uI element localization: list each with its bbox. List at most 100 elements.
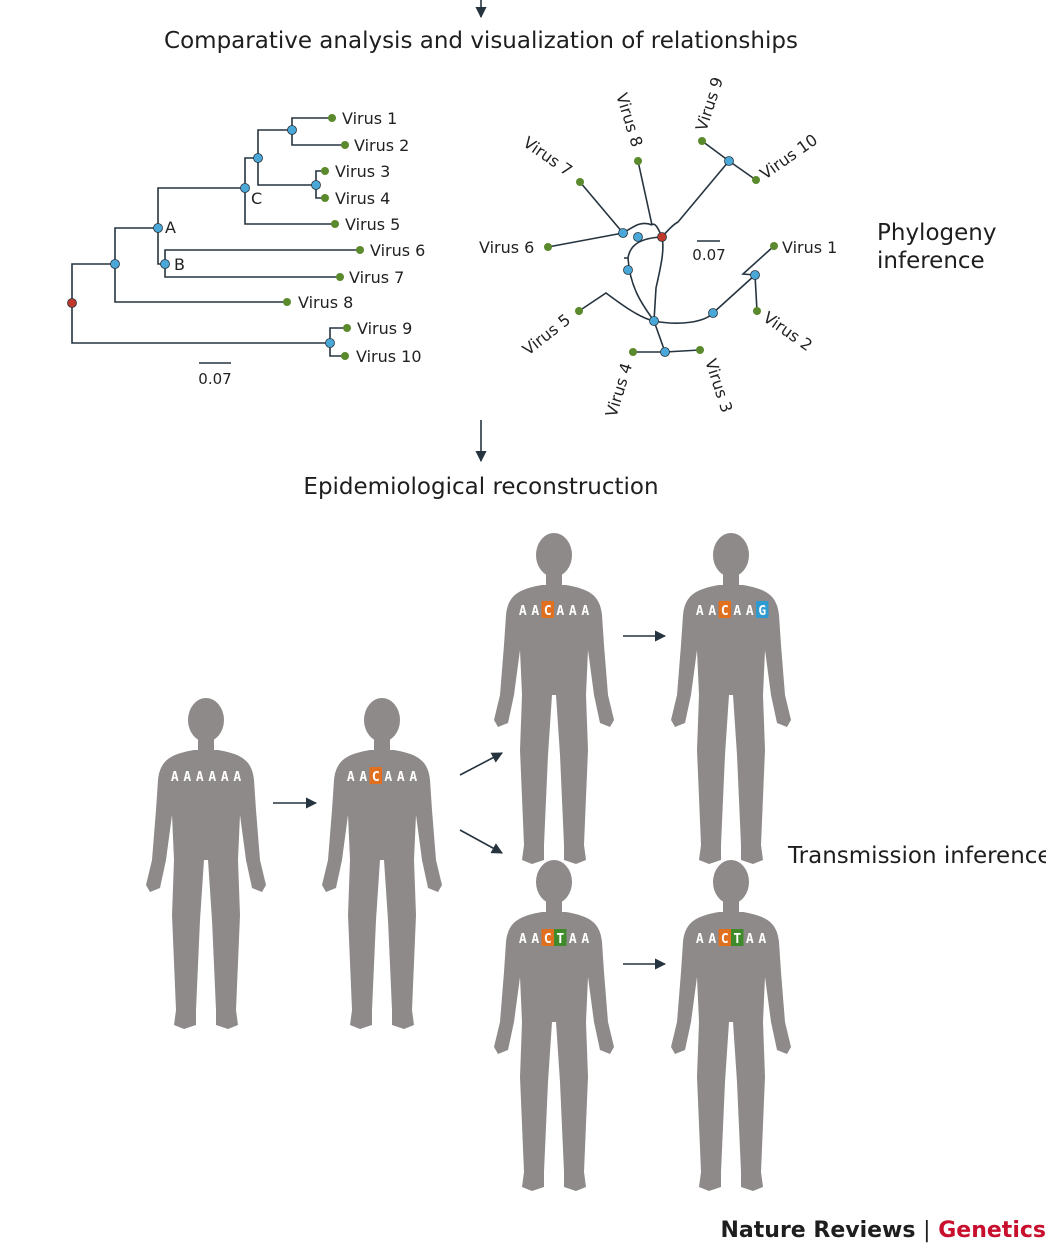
person-2 xyxy=(322,698,442,1029)
phylogeny-label-line2: inference xyxy=(877,248,985,274)
mutation-highlight xyxy=(756,601,769,618)
rect-leaf-label-8: Virus 8 xyxy=(298,293,353,312)
rect-internal-node xyxy=(110,259,120,269)
radial-leaf-label-10: Virus 10 xyxy=(756,130,821,183)
sequence-base: A xyxy=(519,604,527,619)
sequence-base: C xyxy=(544,604,552,619)
radial-leaf-label-5: Virus 5 xyxy=(519,310,574,359)
mutation-highlight xyxy=(731,929,744,946)
sequence-base: A xyxy=(347,770,355,785)
sequence-base: A xyxy=(708,604,716,619)
radial-leaf-label-7: Virus 7 xyxy=(520,133,576,180)
sequence-base: A xyxy=(556,604,564,619)
sequence-base: A xyxy=(696,604,704,619)
rect-leaf-label-6: Virus 6 xyxy=(370,241,425,260)
rect-leaf-label-1: Virus 1 xyxy=(342,109,397,128)
radial-leaf-label-4: Virus 4 xyxy=(602,361,636,419)
rectangular-tree: Virus 1 Virus 2 Virus 3 Virus 4 Virus 5 … xyxy=(67,109,425,388)
sequence-base: A xyxy=(708,932,716,947)
radial-leaf-node xyxy=(544,243,552,251)
phylogeny-label-line1: Phylogeny xyxy=(877,220,996,246)
radial-leaf-label-6: Virus 6 xyxy=(479,238,534,257)
mutation-highlight xyxy=(541,601,554,618)
radial-tree: Virus 1 Virus 2 Virus 3 Virus 4 Virus 5 … xyxy=(479,75,837,419)
rect-leaf-node xyxy=(283,298,291,306)
rect-scale-label: 0.07 xyxy=(198,370,231,388)
mutation-highlight xyxy=(718,929,731,946)
sequence-base: A xyxy=(183,770,191,785)
radial-internal-node xyxy=(618,228,628,238)
sequence-base: A xyxy=(746,932,754,947)
radial-internal-node xyxy=(649,316,659,326)
sequence-base: A xyxy=(569,604,577,619)
radial-scale-label: 0.07 xyxy=(692,246,725,264)
journal-section: Genetics xyxy=(938,1218,1046,1243)
people-group xyxy=(146,533,791,1191)
rect-internal-node xyxy=(325,338,335,348)
sequence-base: C xyxy=(544,932,552,947)
rect-root-node xyxy=(67,298,77,308)
radial-internal-node xyxy=(724,156,734,166)
rect-leaf-node xyxy=(331,220,339,228)
transmission-label: Transmission inference xyxy=(787,843,1046,869)
mutation-highlight xyxy=(554,929,567,946)
mutation-highlight xyxy=(541,929,554,946)
sequence-base: A xyxy=(569,932,577,947)
sequence-base: C xyxy=(372,770,380,785)
rect-leaf-node xyxy=(341,352,349,360)
rect-leaf-node xyxy=(321,167,329,175)
rect-leaf-node xyxy=(328,114,336,122)
arrow-2-3 xyxy=(459,752,503,776)
radial-leaf-node xyxy=(696,346,704,354)
sequence-base: A xyxy=(581,932,589,947)
radial-leaf-node xyxy=(753,307,761,315)
rect-leaf-label-3: Virus 3 xyxy=(335,162,390,181)
radial-leaf-node xyxy=(698,137,706,145)
radial-internal-node xyxy=(708,308,718,318)
sequence-base: A xyxy=(208,770,216,785)
sequence-base: G xyxy=(758,604,766,619)
epidemiological-title: Epidemiological reconstruction xyxy=(303,474,658,500)
sequence-base: A xyxy=(581,604,589,619)
transmission-arrows xyxy=(273,630,667,970)
radial-internal-node xyxy=(623,265,633,275)
node-label-a: A xyxy=(165,218,176,237)
rect-internal-node-a xyxy=(153,223,163,233)
rect-leaf-node xyxy=(321,194,329,202)
sequence-base: A xyxy=(758,932,766,947)
radial-leaf-node xyxy=(575,307,583,315)
radial-leaf-label-8: Virus 8 xyxy=(612,91,646,149)
journal-name: Nature Reviews xyxy=(720,1218,916,1243)
radial-internal-node xyxy=(633,232,643,242)
radial-leaf-node xyxy=(629,348,637,356)
rect-internal-node xyxy=(287,125,297,135)
sequence-base: A xyxy=(171,770,179,785)
sequence-base: A xyxy=(746,604,754,619)
sequence-base: T xyxy=(556,932,564,947)
person-1 xyxy=(146,698,266,1029)
mutation-highlight xyxy=(718,601,731,618)
rect-leaf-label-2: Virus 2 xyxy=(354,136,409,155)
radial-leaf-label-9: Virus 9 xyxy=(692,75,727,134)
sequence-base: A xyxy=(531,604,539,619)
radial-leaf-node xyxy=(770,242,778,250)
sequence-base: T xyxy=(733,932,741,947)
rect-leaf-node xyxy=(336,273,344,281)
rect-leaf-label-4: Virus 4 xyxy=(335,189,390,208)
person-5 xyxy=(494,860,614,1191)
radial-internal-node xyxy=(660,347,670,357)
rect-internal-node xyxy=(253,153,263,163)
person-3 xyxy=(494,533,614,864)
rect-leaf-node xyxy=(356,246,364,254)
radial-root-node xyxy=(657,232,667,242)
rect-internal-node-b xyxy=(160,259,170,269)
person-4 xyxy=(671,533,791,864)
radial-internal-node xyxy=(750,270,760,280)
radial-leaf-label-1: Virus 1 xyxy=(782,238,837,257)
arrow-2-5 xyxy=(459,829,503,854)
sequence-base: A xyxy=(531,932,539,947)
sequence-base: A xyxy=(359,770,367,785)
comparative-title: Comparative analysis and visualization o… xyxy=(164,28,798,54)
radial-leaf-node xyxy=(752,176,760,184)
